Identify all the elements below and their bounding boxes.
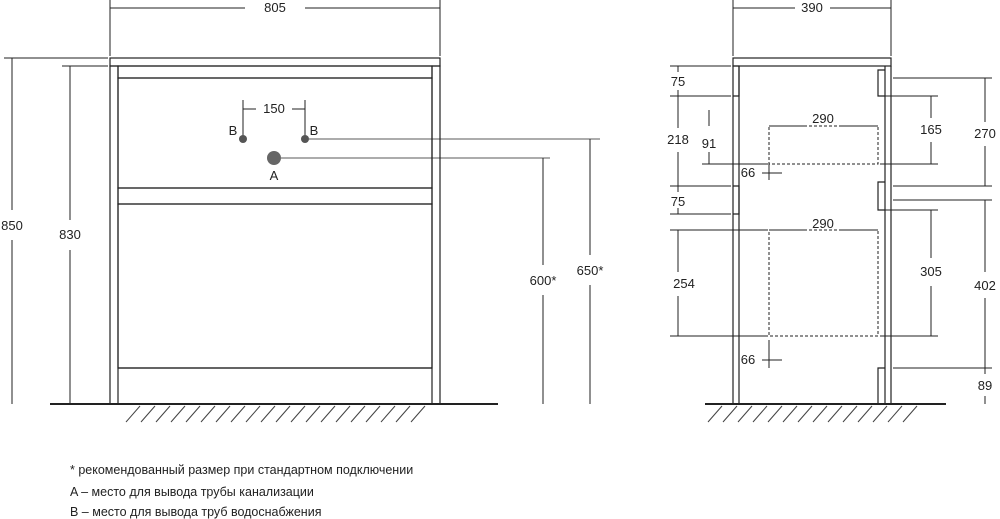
side-lower-setback-label: 66	[741, 352, 755, 367]
dim-upper-inner-offset	[702, 110, 768, 165]
side-base-label: 89	[978, 378, 992, 393]
front-left-leg	[109, 65, 119, 405]
side-upper-section-label: 270	[974, 126, 996, 141]
front-right-leg	[431, 65, 441, 405]
drain-pipe-marker	[267, 151, 281, 165]
side-middle-rail	[733, 185, 740, 215]
side-upper-inner-offset-label: 91	[702, 136, 716, 151]
front-middle-rail	[117, 187, 433, 205]
pipe-spacing-label: 150	[263, 101, 285, 116]
side-upper-drawer-box	[768, 125, 879, 165]
dim-lower-setback	[762, 340, 782, 368]
front-lower-drawer	[117, 203, 433, 369]
dim-upper-setback	[762, 164, 782, 180]
side-front-leg	[732, 65, 740, 405]
dim-side-outer-right	[893, 77, 992, 404]
side-back-notch-top	[877, 69, 885, 97]
drain-pipe-label: A	[270, 168, 279, 183]
dim-body-height	[62, 65, 108, 404]
note-recommended-size: * рекомендованный размер при стандартном…	[70, 463, 414, 477]
front-width-label: 805	[264, 0, 286, 15]
dim-front-width	[109, 0, 441, 56]
side-upper-inner-height-label: 165	[920, 122, 942, 137]
front-view	[50, 57, 498, 405]
front-countertop	[109, 57, 441, 67]
side-lower-section-label: 402	[974, 278, 996, 293]
side-lower-inner-height-label: 305	[920, 264, 942, 279]
side-back-notch-mid	[877, 181, 885, 211]
water-pipe-right-marker	[301, 135, 309, 143]
side-upper-inner-depth-label: 290	[812, 111, 834, 126]
side-lower-inner-depth-label: 290	[812, 216, 834, 231]
water-pipe-left-label: B	[229, 123, 238, 138]
body-height-label: 830	[59, 227, 81, 242]
note-water-pipes: B – место для вывода труб водоснабжения	[70, 505, 322, 519]
drain-height-label: 600*	[530, 273, 557, 288]
side-top-rail-label: 75	[671, 74, 685, 89]
dim-side-inner-right	[880, 95, 938, 337]
side-top-rail	[733, 66, 740, 97]
dim-side-left	[670, 65, 768, 337]
side-depth-label: 390	[801, 0, 823, 15]
dim-total-height	[4, 57, 108, 404]
water-pipe-left-marker	[239, 135, 247, 143]
total-height-label: 850	[1, 218, 23, 233]
water-pipe-right-label: B	[310, 123, 319, 138]
side-upper-setback-label: 66	[741, 165, 755, 180]
note-drain-pipe: A – место для вывода трубы канализации	[70, 485, 314, 499]
front-top-rail	[117, 65, 433, 79]
side-hidden-drawers	[768, 125, 879, 337]
water-height-label: 650*	[577, 263, 604, 278]
side-back-notch-bottom	[877, 367, 885, 404]
side-lower-drawer-box	[768, 229, 879, 337]
front-floor-hatch	[125, 405, 426, 423]
dim-pipe-spacing	[242, 100, 306, 137]
side-upper-drawer-height-label: 218	[667, 132, 689, 147]
side-floor-hatch	[707, 405, 918, 423]
dim-side-depth	[732, 0, 892, 56]
side-middle-rail-label: 75	[671, 194, 685, 209]
side-countertop	[732, 57, 892, 67]
side-lower-drawer-height-label: 254	[673, 276, 695, 291]
front-extension-lines	[281, 138, 600, 159]
